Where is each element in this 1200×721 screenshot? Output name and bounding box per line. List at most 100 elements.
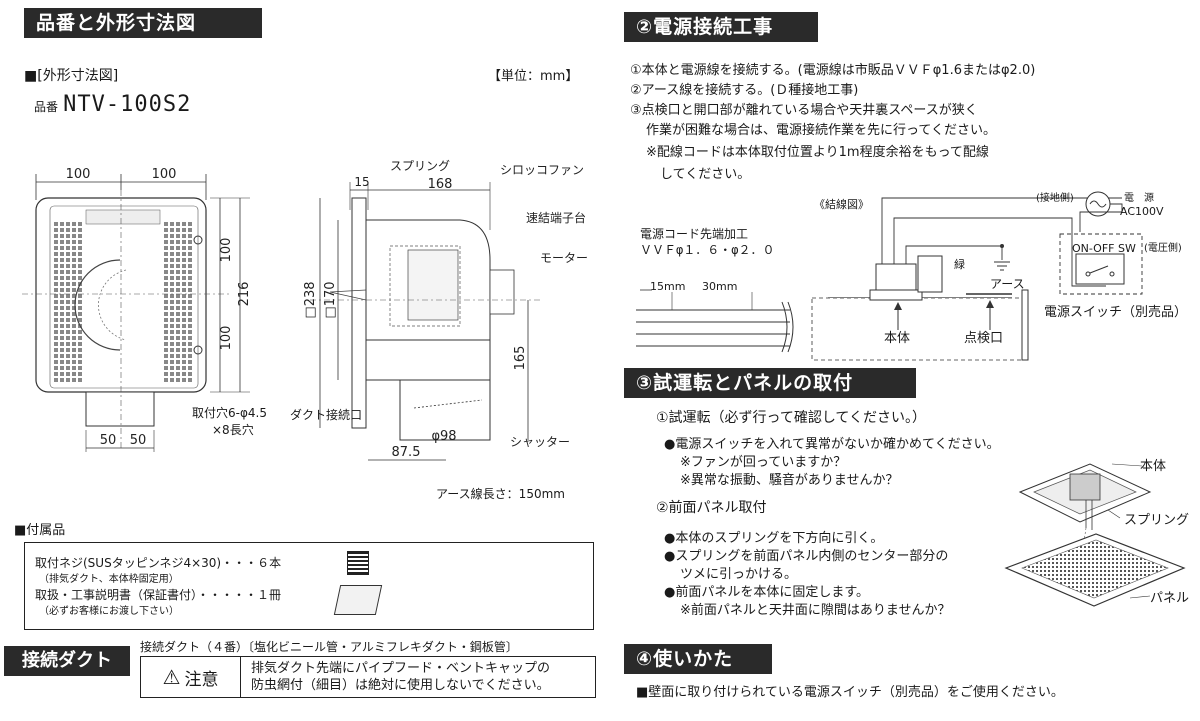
grille-cell [182,228,186,232]
grille-cell [66,372,70,376]
grille-cell [170,312,174,316]
grille-cell [176,252,180,256]
grille-cell [66,324,70,328]
grille-cell [188,294,192,298]
grille-cell [54,378,58,382]
power-line4: 作業が困難な場合は、電源接続作業を先に行ってください。 [646,123,996,138]
grille-cell [66,330,70,334]
ground-side-label: (接地側) [1036,193,1074,204]
grille-cell [170,282,174,286]
grille-cell [78,330,82,334]
grille-cell [72,312,76,316]
grille-cell [170,228,174,232]
grille-cell [176,288,180,292]
grille-cell [176,312,180,316]
grille-cell [188,330,192,334]
grille-cell [60,258,64,262]
grille-cell [164,282,168,286]
dim-15: 15 [354,175,369,189]
grille-cell [182,366,186,370]
grille-cell [182,222,186,226]
grille-cell [60,360,64,364]
grille-cell [164,348,168,352]
grille-cell [170,264,174,268]
grille-cell [176,336,180,340]
grille-cell [72,258,76,262]
terminal-label: 速結端子台 [526,210,586,225]
grille-cell [176,234,180,238]
grille-cell [72,270,76,274]
grille-cell [170,240,174,244]
grille-cell [170,300,174,304]
grille-cell [182,234,186,238]
grille-cell [60,312,64,316]
caution-line1: 排気ダクト先端にパイプフード・ベントキャップの [251,661,551,676]
switch-label: 電源スイッチ（別売品） [1044,305,1188,320]
outline-label: ■[外形寸法図] [24,68,119,84]
duct-label: 接続ダクト [4,646,130,676]
grille-cell [72,264,76,268]
grille-cell [188,336,192,340]
test-b3: ●スプリングを前面パネル内側のセンター部分の [664,549,949,564]
grille-cell [60,288,64,292]
grille-cell [72,246,76,250]
grille-cell [164,234,168,238]
grille-cell [182,372,186,376]
grille-cell [170,276,174,280]
grille-cell [188,228,192,232]
dim-165: 165 [513,346,528,371]
grille-cell [188,234,192,238]
grille-cell [78,228,82,232]
grille-cell [182,354,186,358]
grille-cell [72,228,76,232]
grille-cell [170,348,174,352]
grille-cell [164,312,168,316]
grille-cell [60,246,64,250]
grille-cell [54,258,58,262]
grille-cell [54,228,58,232]
grille-cell [170,330,174,334]
grille-cell [170,246,174,250]
grille-cell [78,288,82,292]
grille-cell [60,336,64,340]
grille-cell [66,318,70,322]
grille-cell [60,318,64,322]
grille-cell [54,294,58,298]
accessories-box: 取付ネジ(SUSタッピンネジ4×30)・・・６本 （排気ダクト、本体枠固定用） … [24,542,594,630]
grille-cell [176,270,180,274]
grille-cell [54,282,58,286]
grille-cell [188,378,192,382]
grille-cell [72,300,76,304]
dim-100v2: 100 [219,326,234,351]
source-label: 電 源 [1124,193,1154,204]
grille-cell [60,264,64,268]
grille-cell [54,318,58,322]
warning-icon: ⚠ [162,665,181,689]
grille-cell [188,258,192,262]
grille-cell [188,276,192,280]
drawing-panel-label: パネル [1150,591,1190,606]
grille-cell [170,336,174,340]
caution-line2: 防虫網付（細目）は絶対に使用しないでください。 [251,678,550,693]
caution-box: ⚠ 注意 排気ダクト先端にパイプフード・ベントキャップの 防虫網付（細目）は絶対… [140,656,596,698]
grille-cell [188,300,192,304]
grille-cell [188,354,192,358]
grille-cell [54,270,58,274]
grille-cell [182,264,186,268]
grille-cell [60,366,64,370]
grille-cell [176,228,180,232]
grille-cell [66,258,70,262]
grille-cell [54,252,58,256]
grille-cell [182,348,186,352]
accessories-title: ■付属品 [14,523,66,538]
grille-cell [176,306,180,310]
grille-cell [54,234,58,238]
grille-cell [60,294,64,298]
grille-cell [182,258,186,262]
grille-cell [54,264,58,268]
grille-cell [60,306,64,310]
grille-cell [66,354,70,358]
grille-cell [188,312,192,316]
grille-cell [54,300,58,304]
grille-cell [182,294,186,298]
